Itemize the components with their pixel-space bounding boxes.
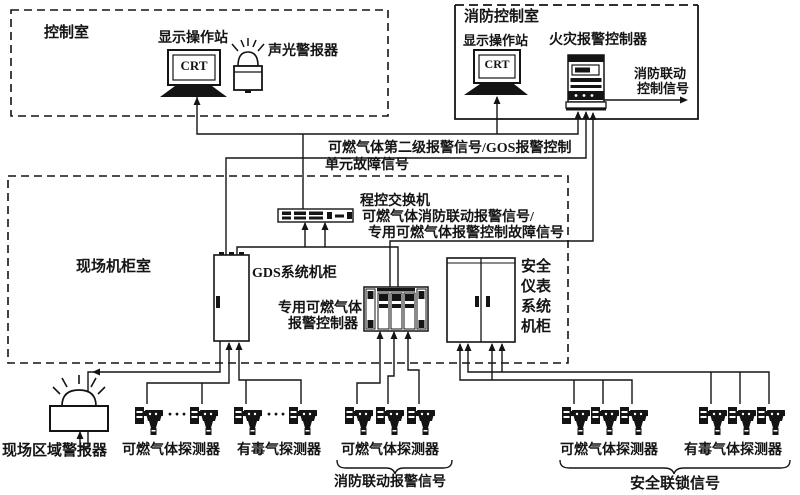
dedicated-fault-signal-label: 专用可燃气体报警控制故障信号 — [368, 226, 564, 241]
dedicated-controller-label-line1: 专用可燃气体 — [278, 301, 362, 316]
wire-left-toxic — [238, 343, 302, 404]
field-cabinet-room-title: 现场机柜室 — [76, 259, 152, 275]
area-alarm-beacon-icon — [49, 375, 109, 432]
combustible-detectors-right-label: 可燃气体探测器 — [560, 443, 658, 458]
control-room-title: 控制室 — [44, 25, 90, 41]
pabx-label: 程控交换机 — [360, 194, 430, 209]
field-cabinet-room-box — [7, 175, 569, 364]
braces — [336, 459, 791, 475]
fire-linkage-signal-label-line1: 消防联动 — [634, 66, 687, 81]
area-alarm-label: 现场区域警报器 — [2, 443, 108, 459]
second-level-alarm-signal-line1: 可燃气体第二级报警信号/GOS报警控制 — [328, 141, 572, 156]
second-level-alarm-signal-line2: 单元故障信号 — [325, 158, 409, 173]
gds-cabinet-icon — [213, 252, 250, 342]
fire-alarm-controller-icon — [565, 54, 607, 111]
sis-label-line2: 仪表 — [521, 279, 552, 295]
ellipsis-left-toxic: ··· — [266, 404, 288, 424]
fire-alarm-controller-label: 火灾报警控制器 — [549, 33, 647, 48]
control-room-box — [10, 9, 389, 117]
pabx-switch-icon — [277, 208, 354, 223]
toxic-detectors-left-label: 有毒气探测器 — [237, 443, 321, 458]
safety-interlock-signal-caption: 安全联锁信号 — [630, 476, 721, 492]
fire-control-room-title: 消防控制室 — [464, 9, 540, 25]
wire-right-toxic-bus — [467, 344, 770, 404]
combustible-detectors-mid-label: 可燃气体探测器 — [341, 443, 439, 458]
crt-monitor-fire-icon — [464, 49, 528, 95]
fire-operator-station-label: 显示操作站 — [463, 33, 529, 48]
sis-label-line4: 机柜 — [521, 319, 552, 335]
wire-second-level-alarm — [225, 112, 587, 255]
wire-mid-detector-1 — [356, 332, 381, 404]
wire-right-combustible-bus — [459, 344, 633, 404]
sis-label-line3: 系统 — [521, 299, 552, 315]
wire-lan-bus — [196, 97, 579, 135]
wire-fire-linkage-alarm — [389, 113, 594, 288]
sis-label-line1: 安全 — [521, 259, 552, 275]
dedicated-gas-alarm-controller-icon — [363, 286, 429, 332]
brace-safety-interlock — [559, 459, 791, 475]
sound-light-alarm-label: 声光警报器 — [268, 44, 338, 59]
wire-left-combustible — [146, 343, 230, 404]
wire-mid-detector-2 — [387, 332, 395, 404]
dedicated-controller-label-line2: 报警控制器 — [288, 317, 358, 332]
gas-detectors — [135, 407, 785, 435]
fire-linkage-alarm-signal-caption: 消防联动报警信号 — [334, 475, 446, 490]
crt-monitor-icon — [160, 49, 227, 97]
ellipsis-left-combustible: ··· — [167, 404, 189, 424]
arrowheads — [76, 96, 688, 439]
sound-light-alarm-icon — [231, 38, 265, 93]
sis-cabinet-label: 安全 仪表 系统 机柜 — [521, 257, 551, 337]
wire-mid-detector-3 — [407, 332, 420, 404]
combustible-detectors-left-label: 可燃气体探测器 — [122, 443, 220, 458]
wire-switch-downlinks — [236, 246, 399, 288]
operator-station-label: 显示操作站 — [158, 31, 228, 46]
sis-cabinet-icon — [446, 257, 516, 343]
toxic-detectors-right-label: 有毒气体探测器 — [684, 443, 782, 458]
fire-crt-label: CRT — [484, 57, 510, 71]
fire-linkage-signal-label-line2: 控制信号 — [637, 81, 690, 96]
brace-fire-linkage — [336, 459, 453, 475]
crt-label: CRT — [180, 58, 208, 73]
fire-linkage-alarm-signal-label: 可燃气体消防联动报警信号/ — [362, 210, 534, 225]
gds-cabinet-label: GDS系统机柜 — [252, 266, 337, 281]
